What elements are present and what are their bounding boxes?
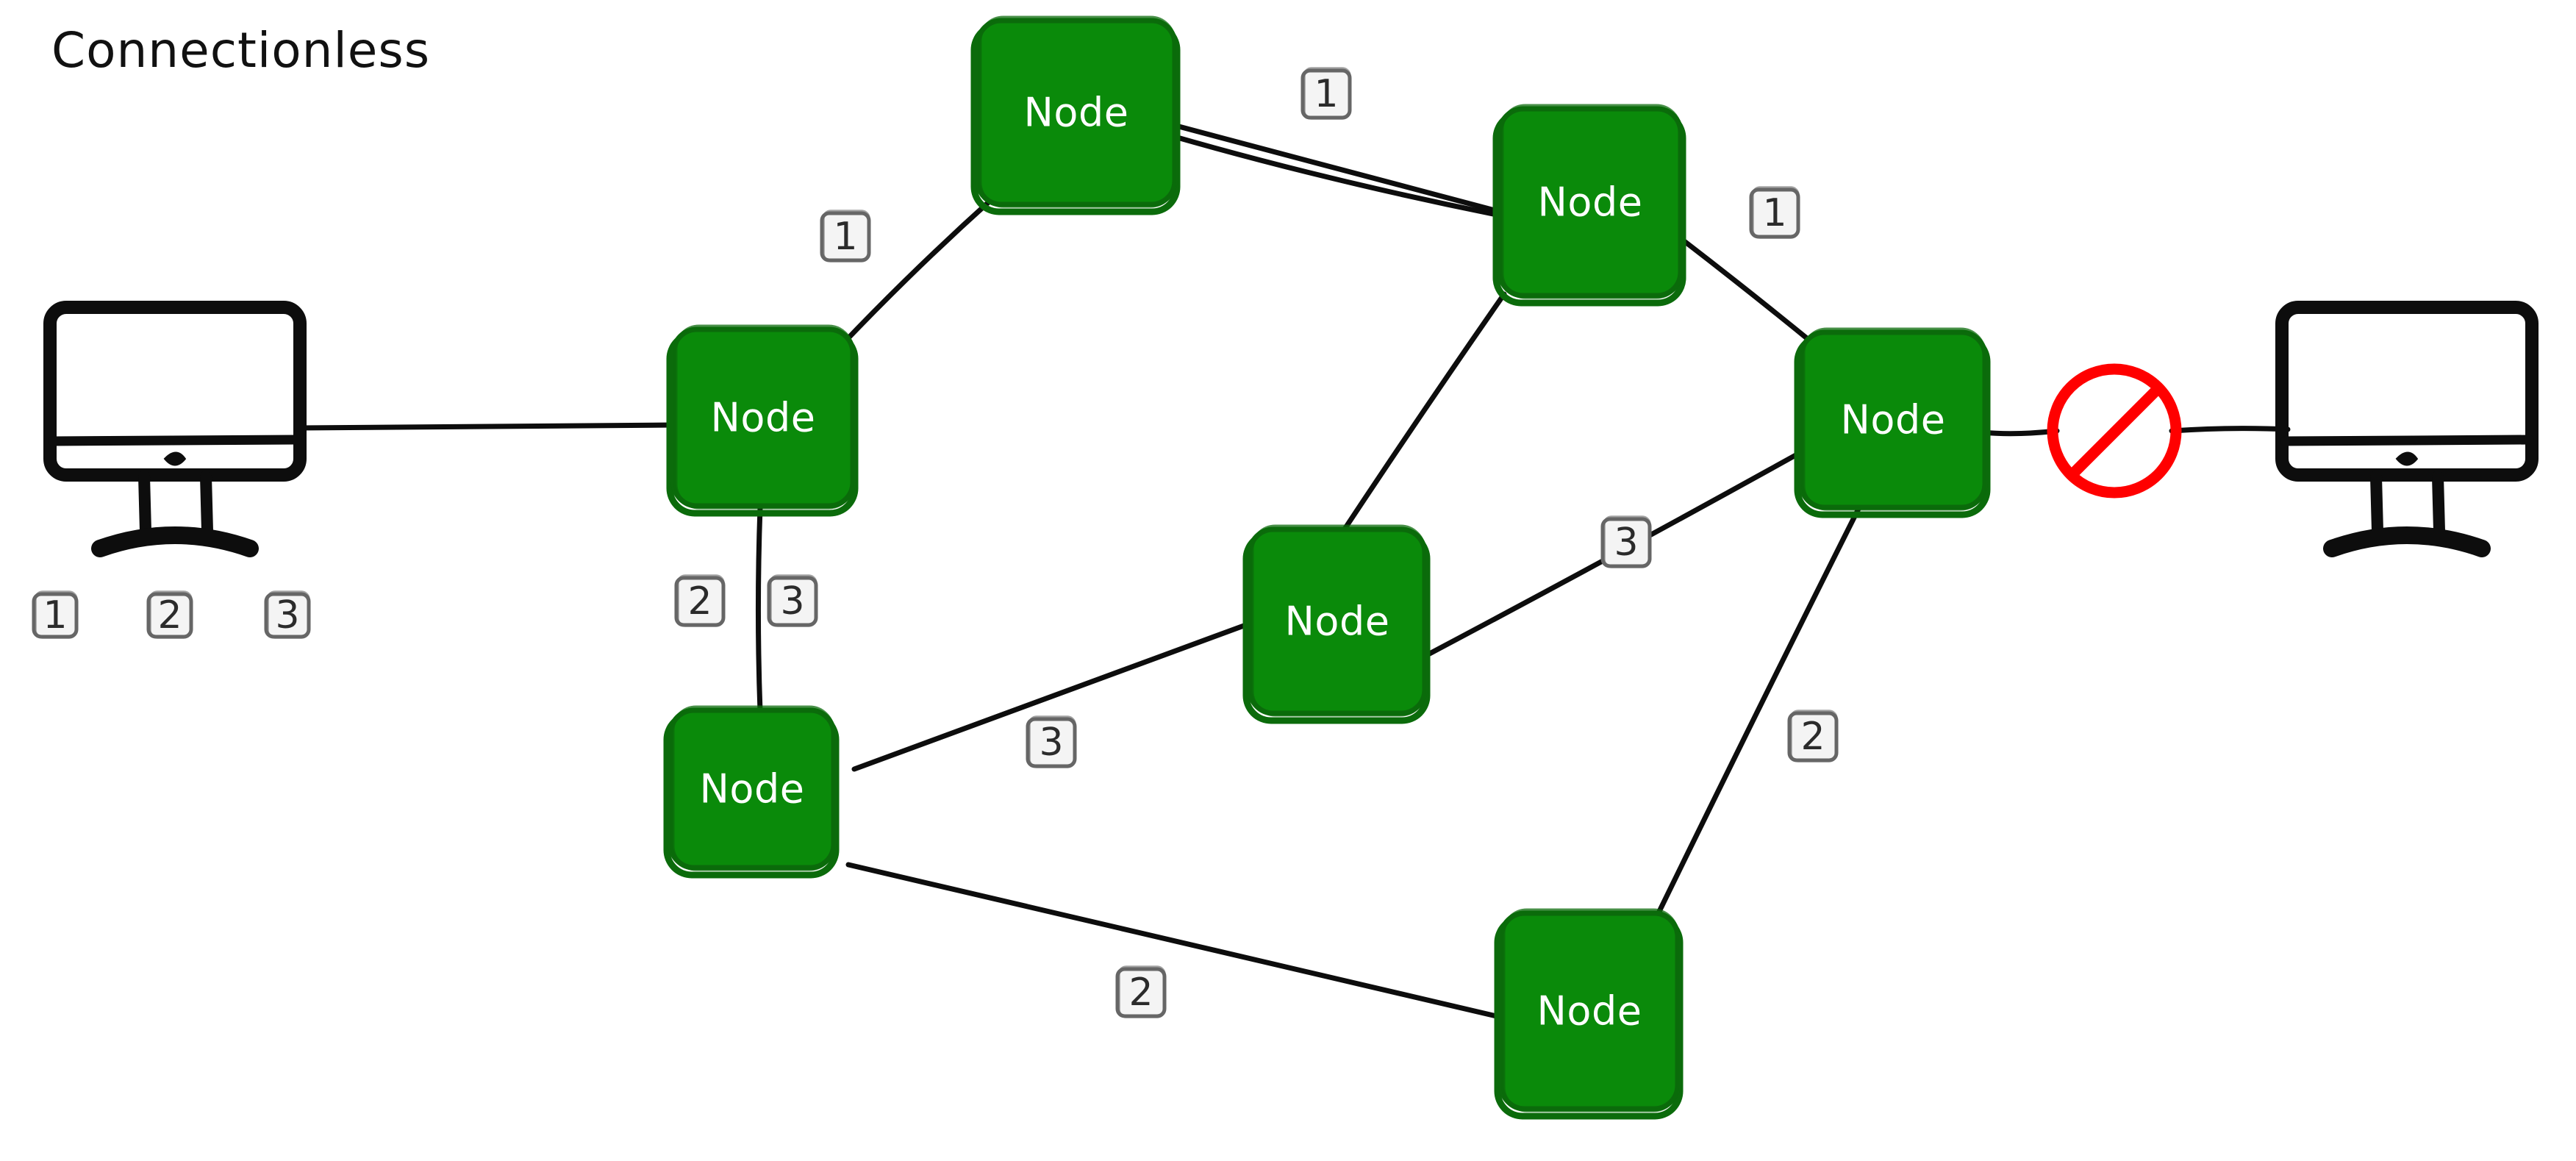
edge-e-lowerleft-center bbox=[851, 621, 1253, 772]
node-box[interactable]: Node bbox=[1794, 327, 1991, 518]
edge-e-lowerleft-bottom bbox=[845, 862, 1506, 1021]
packet-label: 3 bbox=[1026, 715, 1077, 768]
node-label: Node bbox=[711, 395, 816, 441]
packet-label-text: 3 bbox=[1039, 721, 1063, 765]
packet-label: 2 bbox=[146, 590, 193, 639]
edge-e-block-pcright bbox=[2169, 426, 2291, 434]
desktop-computer-right bbox=[2275, 301, 2539, 557]
packet-label: 2 bbox=[1115, 965, 1167, 1018]
node-box[interactable]: Node bbox=[1242, 524, 1431, 724]
packet-label: 1 bbox=[1300, 67, 1352, 120]
packet-label-text: 2 bbox=[687, 579, 712, 624]
edge-e-upperright-center bbox=[1339, 291, 1507, 535]
packet-label-text: 3 bbox=[780, 579, 804, 624]
packet-label: 3 bbox=[767, 574, 818, 627]
edge-e-top-upperright-a bbox=[1170, 122, 1509, 219]
node-label: Node bbox=[700, 766, 805, 812]
packet-label-text: 3 bbox=[275, 593, 299, 637]
node-box[interactable]: Node bbox=[970, 15, 1181, 215]
packet-label: 3 bbox=[1600, 515, 1652, 568]
node-box[interactable]: Node bbox=[663, 705, 840, 879]
node-box[interactable]: Node bbox=[666, 324, 859, 517]
page-title: Connectionless bbox=[51, 22, 431, 79]
desktop-computer-left bbox=[43, 301, 307, 557]
edge-e-leftmid-lowerleft bbox=[755, 504, 763, 715]
packet-label: 2 bbox=[674, 574, 726, 627]
edge-e-bottom-farright bbox=[1650, 506, 1861, 928]
packet-label-text: 2 bbox=[1800, 715, 1825, 759]
node-label: Node bbox=[1285, 599, 1390, 645]
packet-label: 2 bbox=[1787, 710, 1839, 762]
node-label: Node bbox=[1841, 397, 1946, 443]
packet-label-text: 1 bbox=[1314, 72, 1338, 116]
packet-label-text: 3 bbox=[1614, 521, 1638, 565]
node-label: Node bbox=[1537, 988, 1642, 1035]
edge-e-upperright-farright bbox=[1672, 231, 1819, 349]
packet-label-text: 2 bbox=[157, 593, 182, 637]
edge-e-pcleft-leftmid bbox=[297, 422, 676, 431]
node-label: Node bbox=[1538, 179, 1643, 226]
packet-label-text: 1 bbox=[43, 593, 67, 637]
packet-label-text: 2 bbox=[1128, 971, 1153, 1015]
no-entry-icon bbox=[2047, 363, 2182, 499]
node-box[interactable]: Node bbox=[1494, 908, 1684, 1120]
packet-label: 1 bbox=[820, 210, 871, 262]
edge-e-leftmid-top bbox=[840, 197, 994, 347]
packet-label: 3 bbox=[264, 590, 311, 639]
node-box[interactable]: Node bbox=[1492, 104, 1686, 307]
node-label: Node bbox=[1024, 90, 1129, 136]
packet-label-text: 1 bbox=[1762, 191, 1786, 235]
packet-label: 1 bbox=[1749, 186, 1800, 239]
packet-label: 1 bbox=[32, 590, 79, 639]
packet-label-text: 1 bbox=[833, 215, 857, 259]
